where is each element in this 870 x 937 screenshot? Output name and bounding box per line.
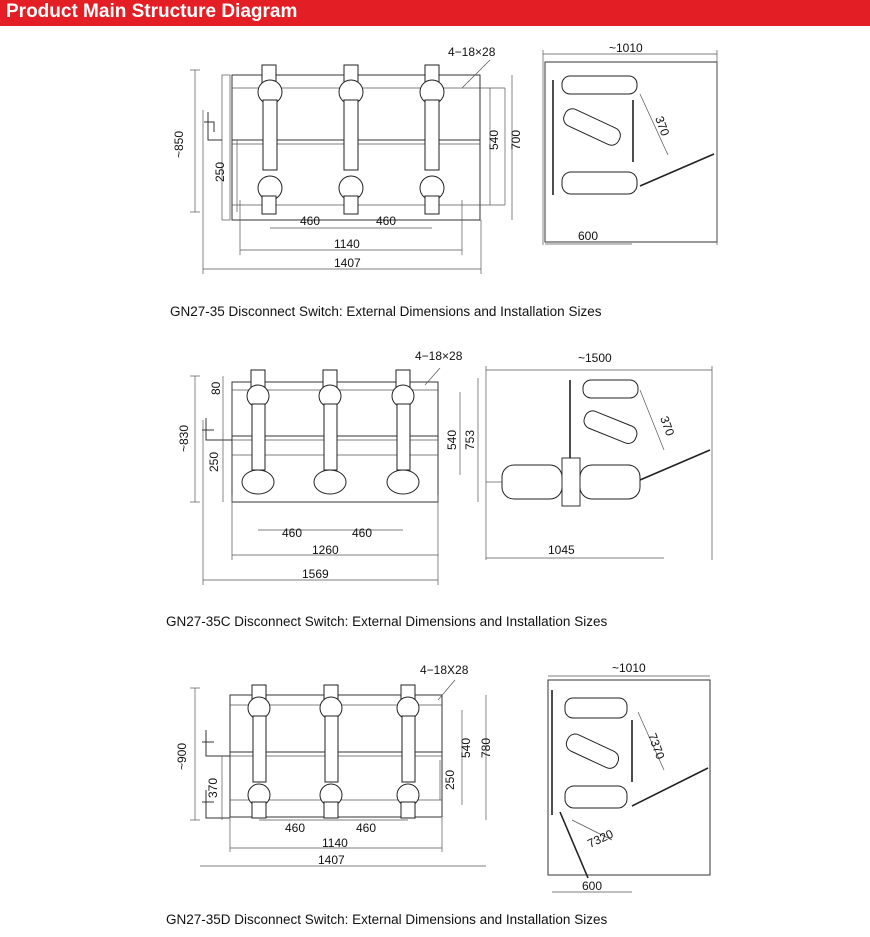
diagram-1-mount-width-label: 1140 — [334, 237, 360, 251]
diagram-3-overall-height-label: ~900 — [175, 743, 189, 770]
diagram-1-side-overall-label: ~1010 — [609, 41, 643, 55]
diagram-1-lower-height-label: 250 — [213, 162, 227, 182]
diagram-2-side-base-label: 1045 — [548, 543, 575, 557]
diagram-2-overall-width-label: 1569 — [302, 567, 329, 581]
diagram-1-side-view — [542, 50, 718, 245]
diagram-3-pole-2 — [319, 684, 343, 819]
diagram-3-right-lower-label: 250 — [443, 770, 457, 790]
diagram-1-pole-2 — [338, 64, 364, 215]
diagram-2-side-overall-label: ~1500 — [578, 351, 612, 365]
diagram-1-front-view — [190, 59, 513, 274]
diagram-3-pitch-1-label: 460 — [285, 821, 305, 835]
diagram-2-mount-width-label: 1260 — [312, 543, 339, 557]
diagram-2-pitch-1-label: 460 — [282, 526, 302, 540]
diagram-3-holes-label: 4−18X28 — [420, 663, 469, 677]
diagram-3-side-earth-blade-label: 7320 — [585, 827, 615, 851]
diagram-1-holes-label: 4−18×28 — [448, 45, 496, 59]
diagram-3-side-base-label: 600 — [582, 879, 602, 893]
diagram-1-overall-width-label: 1407 — [334, 256, 361, 270]
diagram-3-pitch-2-label: 460 — [356, 821, 376, 835]
diagram-2-pole-2 — [313, 369, 347, 495]
diagram-1-side-base-label: 600 — [578, 229, 598, 243]
diagram-2-outer-height-label: 753 — [463, 430, 477, 450]
header-bar — [0, 0, 870, 24]
diagram-1-pitch-1-label: 460 — [300, 214, 320, 228]
diagram-1-caption: GN27-35 Disconnect Switch: External Dime… — [170, 304, 602, 319]
diagram-1-side-blade-label: 370 — [652, 114, 672, 138]
diagram-3-mount-width-label: 1140 — [322, 836, 348, 850]
diagram-2-front-view — [190, 367, 479, 585]
diagram-2-pitch-2-label: 460 — [352, 526, 372, 540]
diagram-3-lower-height-label: 370 — [206, 778, 220, 798]
diagram-3-side-blade-label: 7370 — [645, 731, 667, 761]
diagram-2-holes-label: 4−18×28 — [415, 349, 463, 363]
diagram-2-overall-height-label: ~830 — [177, 425, 191, 452]
diagram-2-pole-1 — [241, 369, 275, 495]
diagram-3-pole-3 — [396, 684, 420, 819]
diagram-2-caption: GN27-35C Disconnect Switch: External Dim… — [166, 614, 608, 629]
diagram-2-side-blade-label: 370 — [657, 414, 677, 438]
diagram-1-inner-height-label: 540 — [487, 130, 501, 150]
diagram-3-front-view — [190, 679, 487, 867]
diagram-2-top-offset-label: 80 — [209, 381, 223, 395]
diagram-1-pole-1 — [257, 64, 283, 215]
diagram-3-side-overall-label: ~1010 — [612, 661, 646, 675]
diagram-2-lower-height-label: 250 — [207, 452, 221, 472]
diagram-2-side-view — [485, 366, 713, 560]
diagram-2-inner-height-label: 540 — [445, 430, 459, 450]
diagram-3-side-view — [547, 675, 711, 893]
diagram-2-pole-3 — [386, 369, 420, 495]
header-underline — [0, 24, 870, 26]
diagram-1-pitch-2-label: 460 — [376, 214, 396, 228]
page-title: Product Main Structure Diagram — [6, 1, 298, 22]
diagram-3-overall-width-label: 1407 — [318, 853, 345, 867]
diagram-3-outer-height-label: 780 — [479, 738, 493, 758]
diagram-1-overall-height-label: ~850 — [172, 131, 186, 158]
diagram-3-caption: GN27-35D Disconnect Switch: External Dim… — [166, 912, 608, 927]
diagram-1-pole-3 — [419, 64, 445, 215]
diagram-1-outer-height-label: 700 — [509, 130, 523, 150]
diagram-3-inner-height-label: 540 — [459, 738, 473, 758]
diagram-3-pole-1 — [247, 684, 271, 819]
